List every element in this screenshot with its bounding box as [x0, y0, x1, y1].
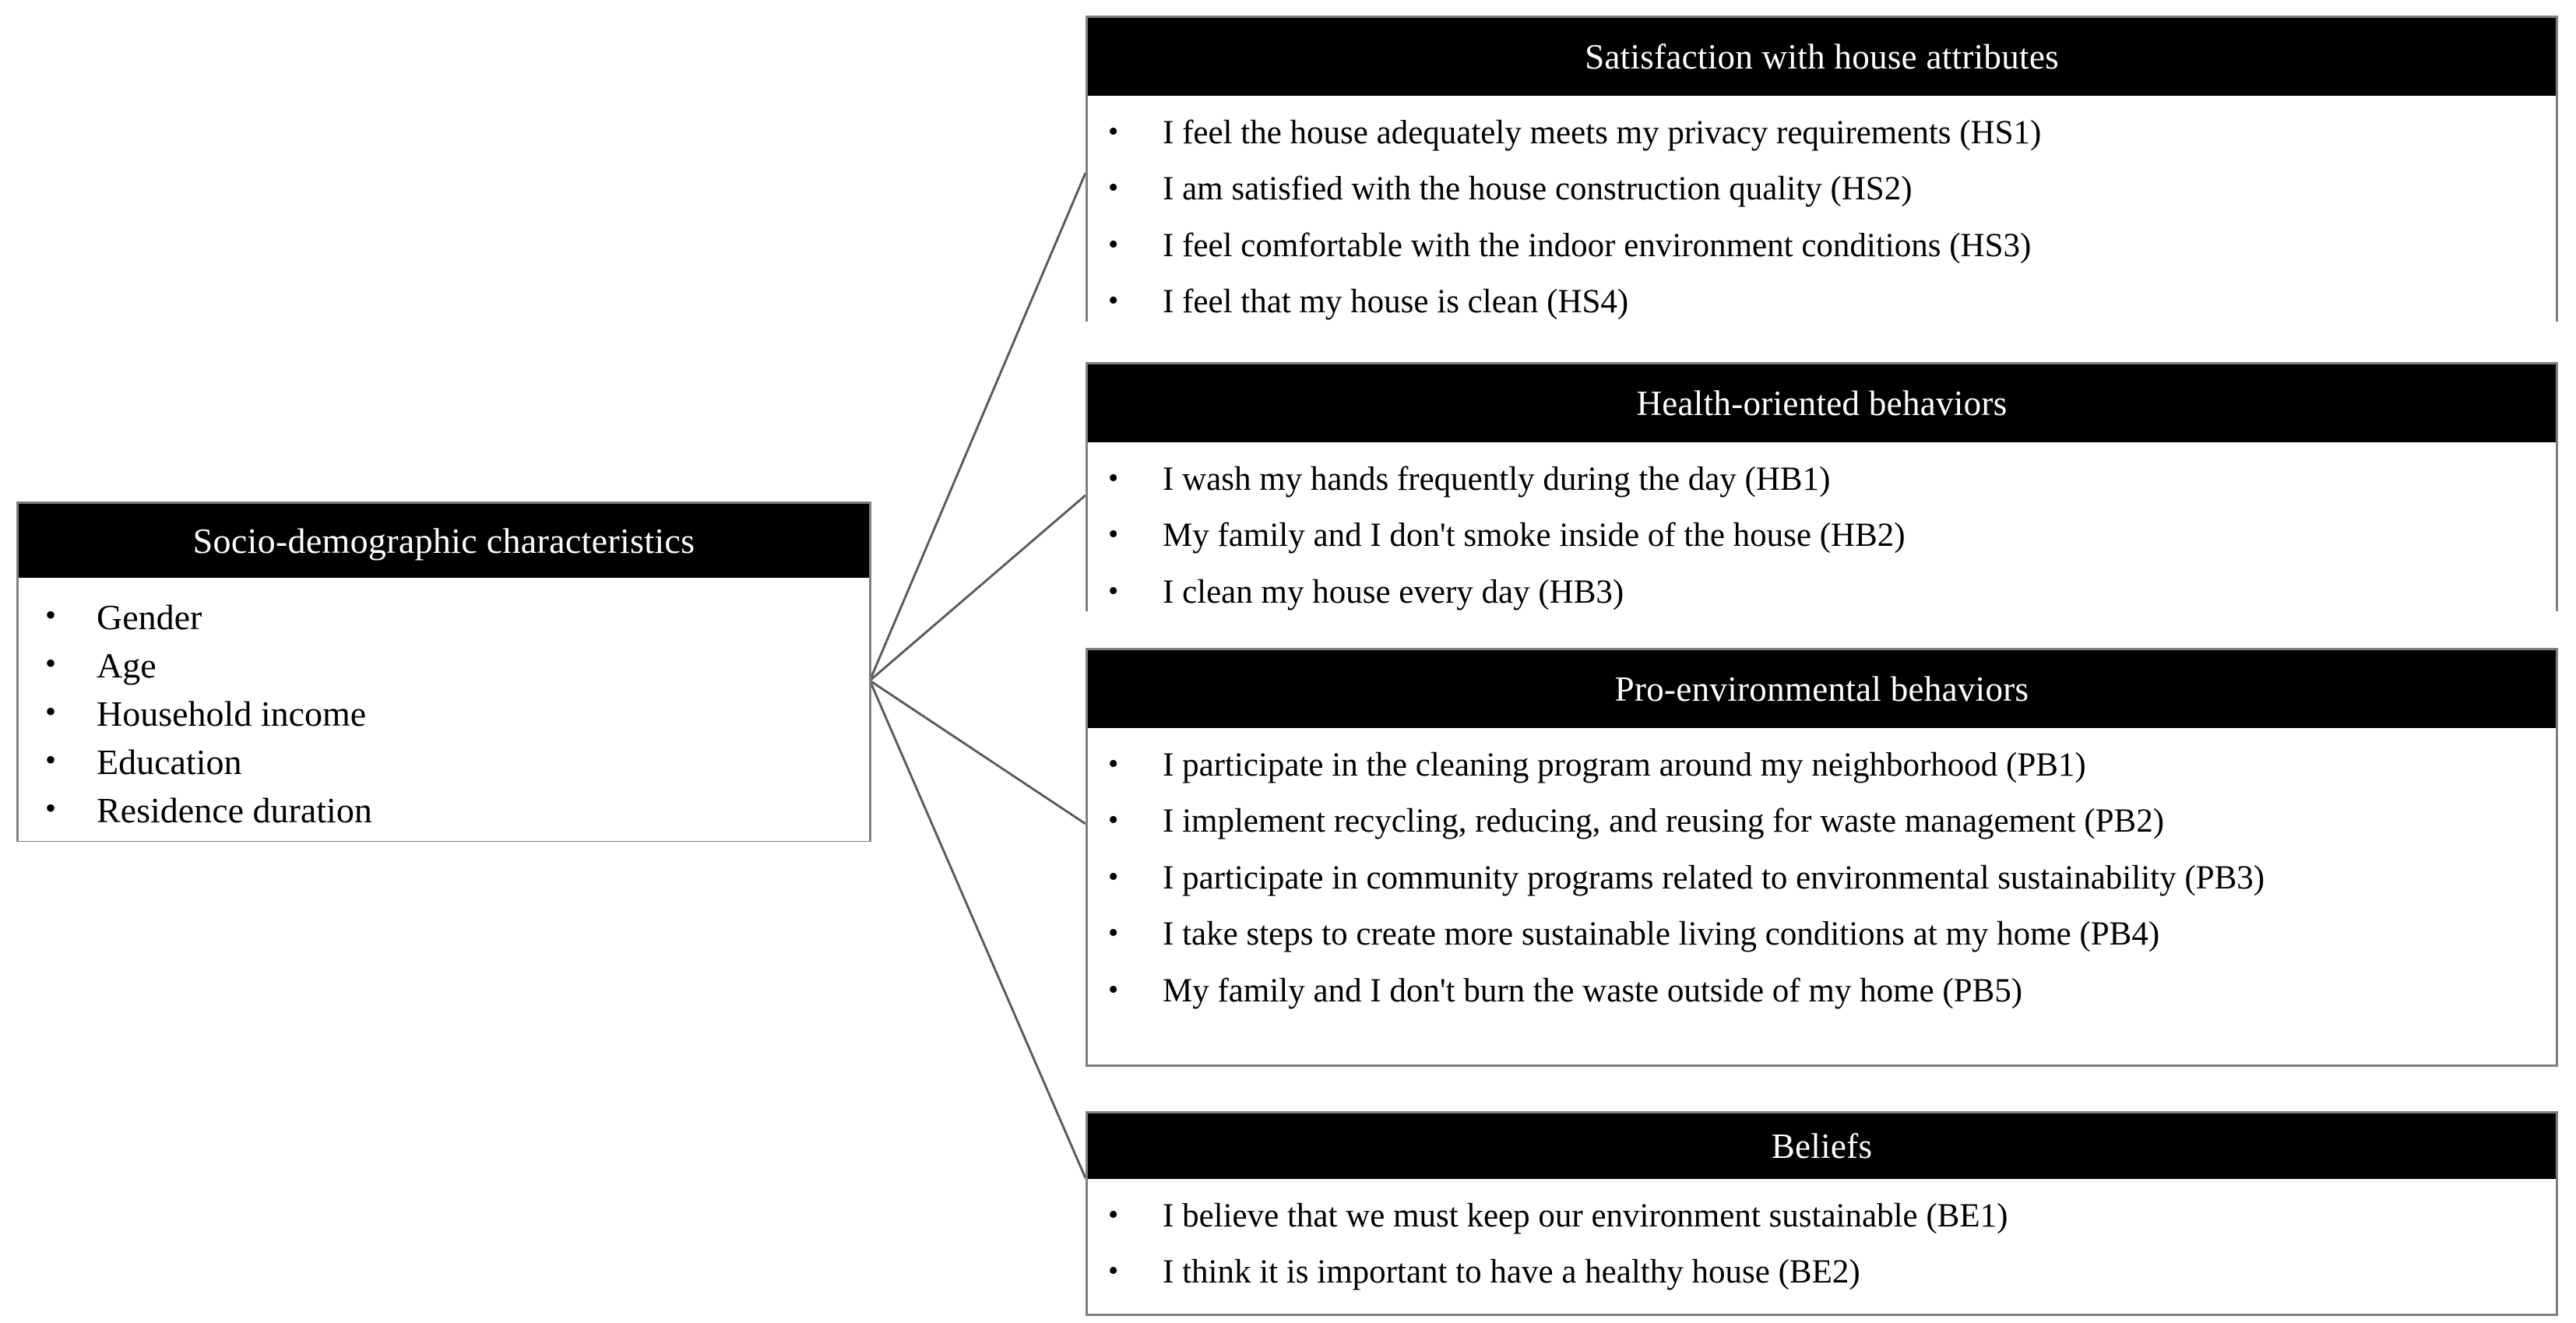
bullet-list-proenv-behaviors: • I participate in the cleaning program … — [1088, 745, 2542, 1012]
list-item-label: Household income — [97, 694, 367, 734]
bullet-dot-icon: • — [45, 742, 57, 777]
list-item: • My family and I don't smoke inside of … — [1088, 515, 2542, 556]
list-item-label: Education — [97, 742, 242, 782]
bullet-list-beliefs: • I believe that we must keep our enviro… — [1088, 1196, 2542, 1293]
bullet-dot-icon: • — [1108, 115, 1119, 148]
list-item: • I feel the house adequately meets my p… — [1088, 113, 2542, 153]
list-item-label: I am satisfied with the house constructi… — [1163, 171, 1913, 208]
bullet-dot-icon: • — [45, 790, 57, 825]
bullet-dot-icon: • — [45, 694, 57, 729]
list-item-label: I participate in the cleaning program ar… — [1163, 747, 2086, 783]
bullet-dot-icon: • — [1108, 462, 1119, 494]
connector-to-satisfaction — [868, 172, 1087, 681]
list-item: • I think it is important to have a heal… — [1088, 1252, 2542, 1293]
node-body-beliefs: • I believe that we must keep our enviro… — [1088, 1179, 2556, 1307]
bullet-dot-icon: • — [1108, 860, 1119, 893]
connector-to-health-behaviors — [869, 494, 1086, 682]
list-item-label: My family and I don't smoke inside of th… — [1163, 517, 1906, 554]
bullet-dot-icon: • — [1108, 1198, 1119, 1231]
node-header-beliefs: Beliefs — [1088, 1114, 2556, 1179]
bullet-dot-icon: • — [45, 646, 57, 681]
list-item-label: My family and I don't burn the waste out… — [1163, 972, 2023, 1009]
list-item-label: Residence duration — [97, 790, 372, 830]
list-item-label: Gender — [97, 597, 202, 637]
node-body-satisfaction-with-house-attributes: • I feel the house adequately meets my p… — [1088, 96, 2556, 337]
list-item: • Household income — [19, 696, 869, 744]
bullet-dot-icon: • — [45, 597, 57, 632]
bullet-dot-icon: • — [1108, 518, 1119, 551]
list-item: • I participate in community programs re… — [1088, 858, 2542, 899]
list-item-label: I clean my house every day (HB3) — [1163, 573, 1624, 610]
list-item-label: I take steps to create more sustainable … — [1163, 916, 2160, 953]
bullet-dot-icon: • — [1108, 748, 1119, 780]
list-item-label: I wash my hands frequently during the da… — [1163, 461, 1831, 498]
bullet-list-socio-demographic: • Gender • Age • Household income • Educ… — [19, 600, 869, 841]
list-item: • Age — [19, 648, 869, 696]
bullet-dot-icon: • — [1108, 1254, 1119, 1288]
bullet-dot-icon: • — [1108, 284, 1119, 318]
list-item: • I wash my hands frequently during the … — [1088, 459, 2542, 500]
list-item: • My family and I don't burn the waste o… — [1088, 971, 2542, 1012]
node-health-oriented-behaviors[interactable]: Health-oriented behaviors • I wash my ha… — [1086, 362, 2558, 628]
bullet-dot-icon: • — [1108, 917, 1119, 950]
list-item-label: I feel comfortable with the indoor envir… — [1163, 227, 2032, 264]
list-item: • I take steps to create more sustainabl… — [1088, 914, 2542, 955]
connector-to-proenv-behaviors — [869, 679, 1086, 825]
bullet-dot-icon: • — [1108, 973, 1119, 1006]
list-item: • Gender — [19, 600, 869, 648]
node-body-pro-environmental-behaviors: • I participate in the cleaning program … — [1088, 728, 2556, 1026]
list-item: • I am satisfied with the house construc… — [1088, 169, 2542, 209]
node-header-satisfaction-with-house-attributes: Satisfaction with house attributes — [1088, 18, 2556, 96]
connector-to-beliefs — [868, 680, 1087, 1179]
list-item-label: I think it is important to have a health… — [1163, 1254, 1860, 1291]
bullet-dot-icon: • — [1108, 574, 1119, 607]
node-header-socio-demographic-characteristics: Socio-demographic characteristics — [19, 504, 869, 578]
list-item: • I feel that my house is clean (HS4) — [1088, 282, 2542, 322]
bullet-dot-icon: • — [1108, 227, 1119, 261]
node-pro-environmental-behaviors[interactable]: Pro-environmental behaviors • I particip… — [1086, 648, 2558, 1067]
node-body-health-oriented-behaviors: • I wash my hands frequently during the … — [1088, 442, 2556, 628]
list-item: • Residence duration — [19, 793, 869, 841]
node-beliefs[interactable]: Beliefs • I believe that we must keep ou… — [1086, 1111, 2558, 1316]
list-item: • I participate in the cleaning program … — [1088, 745, 2542, 786]
list-item: • I clean my house every day (HB3) — [1088, 572, 2542, 613]
list-item-label: I implement recycling, reducing, and reu… — [1163, 803, 2165, 840]
list-item-label: I feel the house adequately meets my pri… — [1163, 114, 2042, 151]
bullet-dot-icon: • — [1108, 171, 1119, 205]
list-item-label: I participate in community programs rela… — [1163, 859, 2265, 896]
list-item: • I feel comfortable with the indoor env… — [1088, 226, 2542, 266]
node-header-health-oriented-behaviors: Health-oriented behaviors — [1088, 364, 2556, 442]
bullet-dot-icon: • — [1108, 804, 1119, 837]
list-item: • Education — [19, 744, 869, 793]
node-body-socio-demographic-characteristics: • Gender • Age • Household income • Educ… — [19, 578, 869, 841]
bullet-list-satisfaction: • I feel the house adequately meets my p… — [1088, 113, 2542, 323]
list-item-label: I feel that my house is clean (HS4) — [1163, 283, 1629, 321]
list-item: • I implement recycling, reducing, and r… — [1088, 801, 2542, 842]
bullet-list-health-behaviors: • I wash my hands frequently during the … — [1088, 459, 2542, 613]
node-header-pro-environmental-behaviors: Pro-environmental behaviors — [1088, 650, 2556, 728]
node-satisfaction-with-house-attributes[interactable]: Satisfaction with house attributes • I f… — [1086, 16, 2558, 337]
node-socio-demographic-characteristics[interactable]: Socio-demographic characteristics • Gend… — [16, 501, 871, 842]
list-item: • I believe that we must keep our enviro… — [1088, 1196, 2542, 1237]
list-item-label: I believe that we must keep our environm… — [1163, 1198, 2008, 1234]
list-item-label: Age — [97, 646, 157, 685]
